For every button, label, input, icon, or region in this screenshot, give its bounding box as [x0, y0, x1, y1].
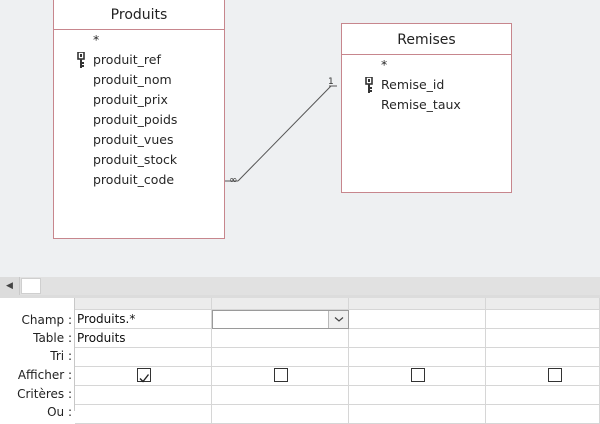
row-label-champ: Champ : [21, 313, 72, 327]
cell-tri-3[interactable] [349, 348, 486, 367]
table-remises[interactable]: Remises * Remise_id Remise_taux [341, 23, 512, 193]
cell-ou-1[interactable] [75, 405, 212, 424]
column-selector-3[interactable] [349, 298, 486, 310]
afficher-checkbox-3[interactable] [411, 368, 425, 382]
row-label-criteres: Critères : [17, 387, 72, 401]
cell-afficher-1[interactable] [75, 367, 212, 386]
one-side-symbol: 1 [328, 77, 334, 87]
table-produits[interactable]: Produits * produit_ref produit_nom produ… [53, 0, 225, 239]
cell-ou-3[interactable] [349, 405, 486, 424]
row-label-afficher: Afficher : [17, 368, 72, 382]
table-remises-title[interactable]: Remises [342, 24, 511, 55]
query-design-canvas[interactable]: Produits * produit_ref produit_nom produ… [0, 0, 600, 277]
column-selector-4[interactable] [486, 298, 600, 310]
field-produit-poids[interactable]: produit_poids [93, 112, 178, 127]
field-produit-nom[interactable]: produit_nom [93, 72, 172, 87]
row-label-table: Table : [33, 331, 72, 345]
cell-criteres-2[interactable] [212, 386, 349, 405]
cell-table-4[interactable] [486, 329, 600, 348]
afficher-checkbox-4[interactable] [548, 368, 562, 382]
field-produit-vues[interactable]: produit_vues [93, 132, 174, 147]
cell-champ-4[interactable] [486, 310, 600, 329]
row-header-separator [74, 298, 75, 411]
cell-tri-4[interactable] [486, 348, 600, 367]
field-produit-stock[interactable]: produit_stock [93, 152, 178, 167]
primary-key-icon [77, 52, 85, 68]
cell-champ-1[interactable]: Produits.* [75, 310, 212, 329]
cell-afficher-3[interactable] [349, 367, 486, 386]
cell-ou-2[interactable] [212, 405, 349, 424]
afficher-checkbox-1[interactable] [137, 368, 151, 383]
field-produit-prix[interactable]: produit_prix [93, 92, 168, 107]
cell-table-1[interactable]: Produits [75, 329, 212, 348]
field-produit-ref[interactable]: produit_ref [54, 50, 224, 70]
cell-tri-1[interactable] [75, 348, 212, 367]
many-side-symbol: ∞ [229, 175, 237, 186]
cell-table-2[interactable] [212, 329, 349, 348]
row-label-ou: Ou : [47, 405, 72, 419]
field-remise-taux[interactable]: Remise_taux [381, 97, 461, 112]
row-label-tri: Tri : [50, 349, 72, 363]
afficher-checkbox-2[interactable] [274, 368, 288, 382]
field-produit-code[interactable]: produit_code [93, 172, 175, 187]
field-produits-all[interactable]: * [93, 32, 100, 47]
cell-table-3[interactable] [349, 329, 486, 348]
field-remise-id[interactable]: Remise_id [342, 75, 511, 95]
horizontal-scrollbar[interactable]: ◀ [0, 277, 600, 295]
primary-key-icon [365, 77, 373, 93]
cell-criteres-4[interactable] [486, 386, 600, 405]
chevron-down-icon [334, 317, 344, 322]
cell-criteres-3[interactable] [349, 386, 486, 405]
column-selector-1[interactable] [74, 298, 212, 310]
cell-afficher-4[interactable] [486, 367, 600, 386]
scroll-left-arrow-icon[interactable]: ◀ [0, 277, 20, 295]
field-dropdown-2[interactable] [212, 310, 349, 329]
cell-champ-3[interactable] [349, 310, 486, 329]
dropdown-button[interactable] [328, 311, 348, 328]
cell-tri-2[interactable] [212, 348, 349, 367]
table-produits-title[interactable]: Produits [54, 0, 224, 30]
cell-ou-4[interactable] [486, 405, 600, 424]
scroll-thumb[interactable] [21, 278, 41, 294]
pane-splitter[interactable] [0, 295, 600, 298]
query-design-grid[interactable]: Champ : Table : Tri : Afficher : Critère… [0, 298, 600, 424]
cell-afficher-2[interactable] [212, 367, 349, 386]
relationship-line[interactable]: ∞ 1 [0, 0, 600, 277]
cell-criteres-1[interactable] [75, 386, 212, 405]
field-remises-all[interactable]: * [381, 57, 388, 72]
checkmark-icon [139, 374, 150, 383]
column-selector-2[interactable] [212, 298, 349, 310]
